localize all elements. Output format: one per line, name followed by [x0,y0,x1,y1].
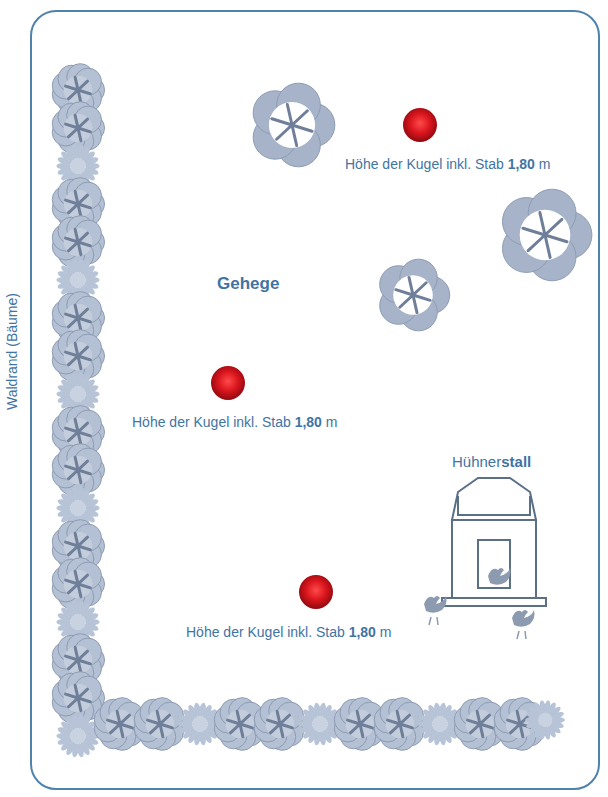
chickens [424,568,535,639]
red-balls [211,108,437,609]
enclosure-title: Gehege [217,274,279,294]
chicken-coop [442,478,546,606]
ball-height-label: Höhe der Kugel inkl. Stab 1,80 m [186,624,391,641]
trees [52,64,592,758]
enclosure-outline: Gehege [30,10,600,790]
ball-height-label: Höhe der Kugel inkl. Stab 1,80 m [132,414,337,431]
coop-label: Hühnerstall [452,453,531,471]
forest-edge-label: Waldrand (Bäume) [4,293,21,410]
ball-height-label: Höhe der Kugel inkl. Stab 1,80 m [345,156,550,173]
